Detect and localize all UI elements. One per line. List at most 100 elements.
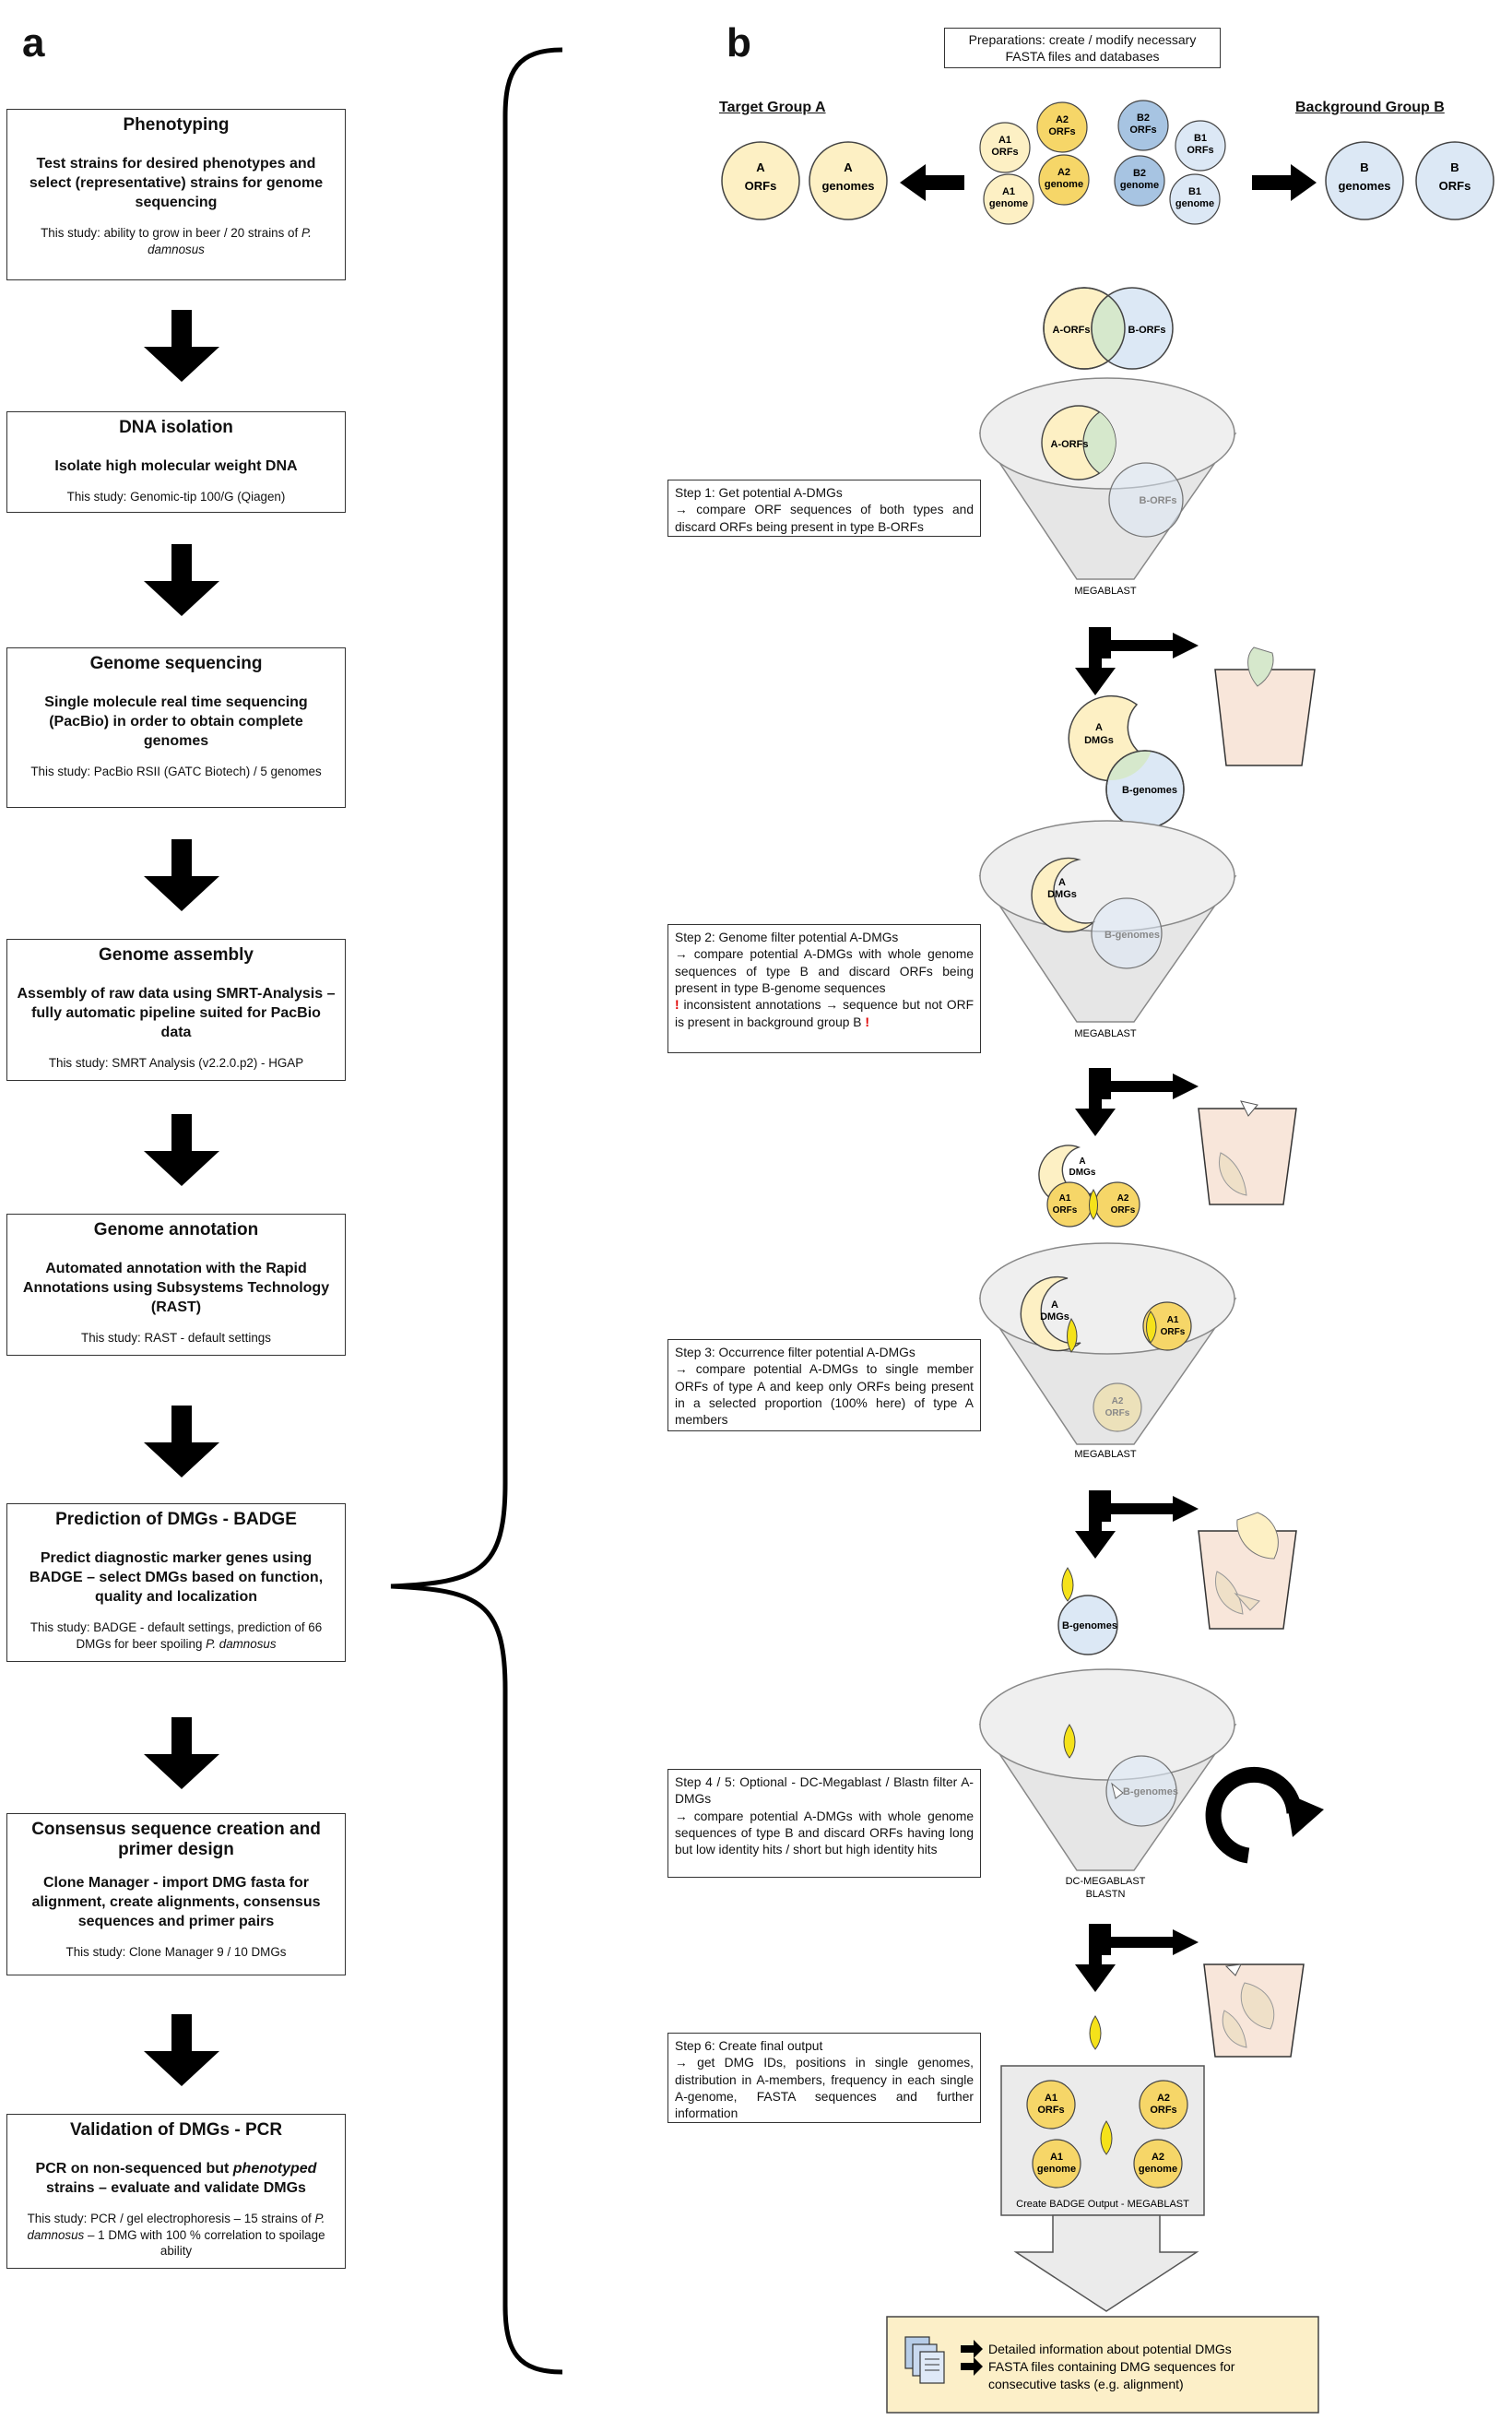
megablast-funnel-1: A-ORFs B-ORFs MEGABLAST: [978, 377, 1237, 597]
step-study: This study: SMRT Analysis (v2.2.0.p2) - …: [48, 1056, 304, 1071]
svg-text:B-genomes: B-genomes: [1062, 1620, 1117, 1631]
flow-arrow: [144, 310, 219, 382]
background-group-label: Background Group B: [1295, 100, 1445, 115]
step3-head: Step 3: Occurrence filter potential A-DM…: [675, 1346, 915, 1359]
discard-bin-2: [1198, 1100, 1297, 1205]
phenotyping-box: Phenotyping Test strains for desired phe…: [6, 109, 346, 280]
step-study: This study: RAST - default settings: [81, 1331, 271, 1346]
svg-text:DC-MEGABLAST: DC-MEGABLAST: [1066, 1876, 1146, 1887]
marker-vs-bgenomes: B-genomes: [1057, 1567, 1118, 1655]
step-title: Phenotyping: [123, 115, 230, 135]
target-group-label: Target Group A: [719, 100, 826, 115]
svg-text:ORFs: ORFs: [1129, 125, 1156, 136]
svg-text:B2: B2: [1133, 168, 1146, 179]
step-title: Consensus sequence creation and primer d…: [31, 1820, 321, 1859]
repeat-cycle-icon: [1205, 1766, 1324, 1864]
arrow-right-icon: [961, 2340, 983, 2358]
svg-text:B1: B1: [1194, 133, 1207, 144]
svg-text:A1: A1: [1059, 1193, 1071, 1204]
preparations-box: Preparations: create / modify necessary …: [944, 28, 1221, 68]
genome-annotation-box: Genome annotation Automated annotation w…: [6, 1214, 346, 1356]
filter-arrow-1: [1075, 627, 1199, 695]
a1-orfs-circle: A1 ORFs: [979, 122, 1031, 173]
svg-text:genome: genome: [989, 198, 1028, 209]
svg-text:A1: A1: [1167, 1315, 1179, 1325]
megablast-funnel-3: A DMGs A1 ORFs A2 ORFs MEGABLAST: [978, 1242, 1237, 1460]
a2-orfs-circle: A2 ORFs: [1036, 101, 1088, 153]
step-description: PCR on non-sequenced but phenotyped stra…: [35, 2161, 317, 2197]
svg-text:A: A: [1079, 1157, 1085, 1167]
filter-arrow-4: [1075, 1924, 1199, 1992]
svg-text:A1: A1: [1002, 186, 1015, 197]
svg-text:B2: B2: [1137, 113, 1150, 124]
dna-isolation-box: DNA isolation Isolate high molecular wei…: [6, 411, 346, 513]
svg-text:MEGABLAST: MEGABLAST: [1074, 586, 1137, 597]
svg-text:DMGs: DMGs: [1084, 735, 1114, 746]
flow-arrow: [144, 839, 219, 911]
step2-warning: ! inconsistent annotations → sequence bu…: [675, 998, 974, 1029]
svg-text:ORFs: ORFs: [1150, 2105, 1176, 2116]
svg-text:consecutive tasks (e.g. alignm: consecutive tasks (e.g. alignment): [988, 2377, 1184, 2391]
step-description: Isolate high molecular weight DNA: [54, 458, 298, 474]
step-description: Clone Manager - import DMG fasta for ali…: [31, 1875, 321, 1930]
step2-body: → compare potential A-DMGs with whole ge…: [675, 947, 974, 996]
svg-text:ORFs: ORFs: [1111, 1205, 1136, 1216]
svg-text:A: A: [844, 160, 853, 174]
b1-genome-circle: B1 genome: [1169, 173, 1221, 225]
svg-text:B-genomes: B-genomes: [1123, 1786, 1178, 1797]
dmgs-vs-members: A DMGs A1 ORFs A2 ORFs: [1038, 1145, 1140, 1228]
svg-text:A2: A2: [1056, 114, 1069, 125]
step1-body: → compare ORF sequences of both types an…: [675, 503, 974, 534]
step-title: Genome sequencing: [89, 654, 263, 673]
svg-text:genomes: genomes: [821, 179, 874, 193]
svg-text:ORFs: ORFs: [745, 179, 777, 193]
step-title: Prediction of DMGs - BADGE: [55, 1510, 297, 1529]
dmgs-vs-bgenomes: A DMGs B-genomes: [1068, 694, 1185, 829]
a2-genome-circle: A2 genome: [1038, 154, 1090, 206]
final-output-box: Detailed information about potential DMG…: [886, 2316, 1319, 2414]
svg-text:A2: A2: [1112, 1396, 1124, 1406]
svg-text:genome: genome: [1175, 198, 1214, 209]
svg-text:ORFs: ORFs: [991, 147, 1018, 158]
svg-text:ORFs: ORFs: [1053, 1205, 1078, 1216]
step-description: Single molecule real time sequencing (Pa…: [44, 694, 308, 750]
step6-box: Step 6: Create final output → get DMG ID…: [667, 2033, 981, 2123]
svg-text:A1: A1: [998, 135, 1011, 146]
svg-text:A2: A2: [1117, 1193, 1129, 1204]
a1-genome-circle: A1 genome: [983, 173, 1034, 225]
svg-text:B-ORFs: B-ORFs: [1140, 495, 1177, 506]
arrow-right-icon: [1252, 164, 1317, 201]
megablast-funnel-2: A DMGs B-genomes MEGABLAST: [978, 820, 1237, 1039]
step6-head: Step 6: Create final output: [675, 2039, 823, 2053]
svg-text:MEGABLAST: MEGABLAST: [1074, 1028, 1137, 1039]
genome-assembly-box: Genome assembly Assembly of raw data usi…: [6, 939, 346, 1081]
step1-box: Step 1: Get potential A-DMGs → compare O…: [667, 480, 981, 537]
a-orfs-circle: A ORFs: [721, 141, 800, 220]
prep-line-2: FASTA files and databases: [1005, 49, 1160, 65]
svg-text:Create BADGE Output - MEGABLAS: Create BADGE Output - MEGABLAST: [1016, 2199, 1189, 2210]
svg-text:genome: genome: [1139, 2164, 1177, 2175]
step-study: This study: PacBio RSII (GATC Biotech) /…: [30, 765, 322, 779]
flow-arrow: [144, 544, 219, 616]
svg-text:ORFs: ORFs: [1105, 1408, 1130, 1418]
step45-body: → compare potential A-DMGs with whole ge…: [675, 1809, 974, 1857]
output-arrow: [1013, 2214, 1199, 2312]
step-title: Genome assembly: [99, 945, 254, 965]
b-orfs-circle: B ORFs: [1415, 141, 1494, 220]
step-description: Assembly of raw data using SMRT-Analysis…: [17, 986, 336, 1041]
filter-arrow-3: [1075, 1490, 1199, 1559]
genome-sequencing-box: Genome sequencing Single molecule real t…: [6, 647, 346, 808]
step-title: DNA isolation: [119, 418, 233, 437]
svg-text:ORFs: ORFs: [1161, 1327, 1186, 1337]
svg-text:DMGs: DMGs: [1069, 1168, 1096, 1178]
curly-brace: [390, 47, 563, 2375]
flow-arrow: [144, 1406, 219, 1477]
step-study: This study: Clone Manager 9 / 10 DMGs: [65, 1945, 287, 1960]
svg-text:ORFs: ORFs: [1187, 145, 1213, 156]
svg-text:B-genomes: B-genomes: [1122, 785, 1177, 796]
svg-text:A1: A1: [1045, 2093, 1057, 2104]
venn-orfs: A-ORFs B-ORFs: [1043, 287, 1174, 370]
svg-text:genomes: genomes: [1338, 179, 1390, 193]
step-description: Predict diagnostic marker genes using BA…: [29, 1550, 324, 1606]
flow-arrow: [144, 2014, 219, 2086]
